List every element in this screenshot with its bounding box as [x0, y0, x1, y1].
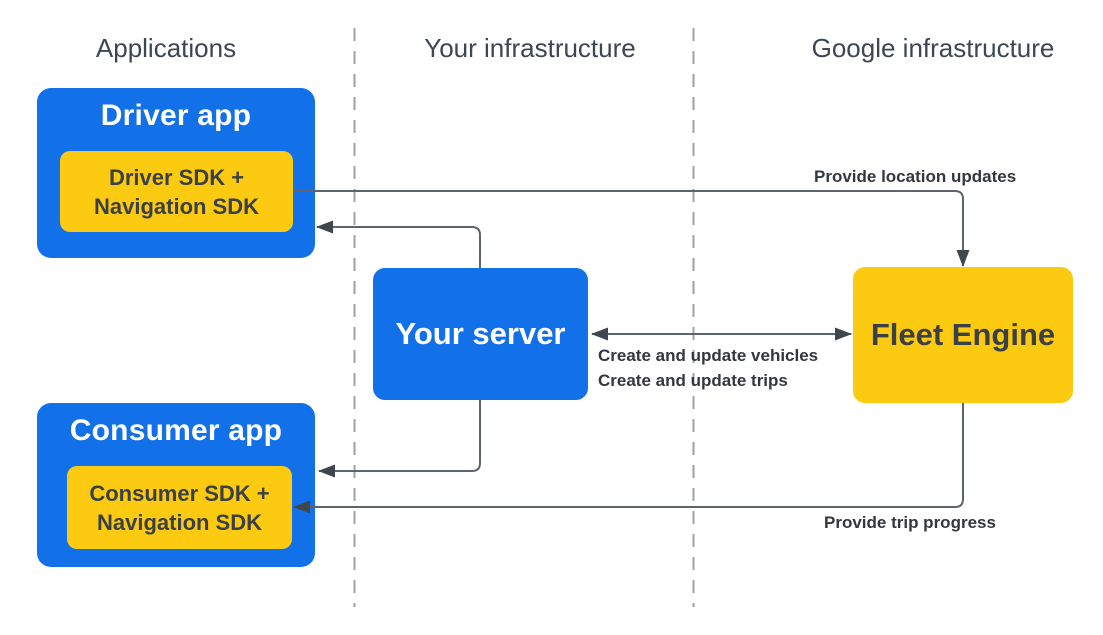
consumer-sdk-line1: Consumer SDK + [89, 480, 270, 506]
driver-sdk-node: Driver SDK + Navigation SDK [60, 151, 293, 232]
your-server-title: Your server [395, 316, 566, 351]
consumer-sdk-node: Consumer SDK + Navigation SDK [67, 466, 292, 549]
driver-sdk-line2: Navigation SDK [93, 193, 260, 219]
edge-label-create-and-update-vehicles: Create and update vehicles [598, 346, 819, 365]
edge-label-provide-trip-progress: Provide trip progress [824, 513, 996, 532]
consumer-app-node: Consumer app Consumer SDK + Navigation S… [37, 403, 315, 567]
arrow-driver-sdk-to-fleet-engine [293, 190, 970, 267]
driver-app-node: Driver app Driver SDK + Navigation SDK [37, 88, 315, 258]
arrow-fleet-engine-to-consumer-sdk [293, 403, 964, 514]
consumer-sdk-line2: Navigation SDK [96, 509, 263, 535]
edge-label-create-and-update: Create and update vehicles Create and up… [598, 343, 818, 393]
arrow-your-server-to-consumer-app [318, 400, 481, 478]
edge-label-create-and-update-trips: Create and update trips [598, 371, 788, 390]
column-header-your-infrastructure: Your infrastructure [424, 33, 636, 63]
column-header-applications: Applications [95, 33, 237, 63]
fleet-engine-title: Fleet Engine [870, 317, 1056, 352]
column-header-google-infrastructure: Google infrastructure [811, 33, 1055, 63]
your-server-node: Your server [373, 268, 588, 400]
driver-app-title: Driver app [100, 99, 252, 132]
consumer-app-title: Consumer app [69, 414, 283, 447]
edge-label-provide-location-updates: Provide location updates [814, 167, 1017, 186]
fleet-engine-node: Fleet Engine [853, 267, 1073, 403]
driver-sdk-line1: Driver SDK + [108, 164, 245, 190]
arrow-your-server-to-driver-app [316, 220, 481, 268]
